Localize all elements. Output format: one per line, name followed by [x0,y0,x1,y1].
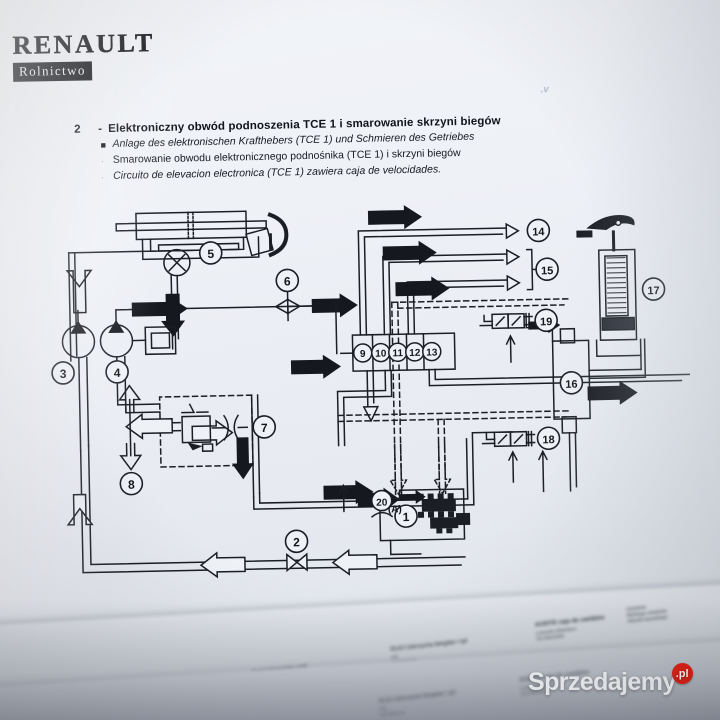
svg-text:20: 20 [376,497,388,508]
dot-bullet-icon-2: · [101,172,105,183]
svg-text:18: 18 [542,434,554,446]
svg-text:11: 11 [392,348,403,359]
callout-17: 17 [641,277,666,301]
callout-13: 13 [421,341,442,362]
np-col-6: cisnienia Niskiego cisnienia Obwód wysok… [625,604,668,624]
svg-text:15: 15 [541,265,553,277]
brand-name: RENAULT [12,28,156,60]
callout-18: 18 [536,426,561,451]
svg-text:7: 7 [261,421,268,435]
watermark-text: Sprzedajemy [528,668,676,696]
callout-15: 15 [535,257,559,282]
callout-7: 7 [252,415,277,439]
callout-6: 6 [275,268,300,293]
svg-text:6: 6 [284,274,291,288]
hydraulic-schematic: 3 4 5 6 7 8 9 10 11 12 13 14 15 16 [38,189,691,579]
callout-16: 16 [559,370,584,395]
callout-9: 9 [353,343,373,363]
callout-19: 19 [534,308,558,333]
renault-logo: RENAULT Rolnictwo [12,28,156,82]
np-col-3: ACEITE caja de cambios y puente delanter… [534,615,605,641]
callout-12: 12 [405,342,425,362]
svg-text:5: 5 [207,247,214,261]
annotation-A: (A) [388,504,402,515]
svg-text:9: 9 [360,349,366,360]
schematic-svg: 3 4 5 6 7 8 9 10 11 12 13 14 15 16 [51,205,691,579]
heading-dash: - [98,123,103,136]
site-watermark: Sprzedajemy .pl [528,663,693,697]
svg-text:16: 16 [565,379,577,391]
callout-10: 10 [371,342,391,363]
manual-page: RENAULT Rolnictwo .v 2 - Elektroniczny o… [0,0,720,668]
svg-text:3: 3 [60,367,67,381]
svg-text:17: 17 [647,285,659,297]
svg-text:19: 19 [540,316,552,328]
svg-text:12: 12 [409,348,421,359]
division-name: Rolnictwo [12,61,93,82]
faint-pencil-mark: .v [540,84,549,96]
dot-bullet-icon-1: · [100,156,104,167]
callout-3: 3 [51,361,75,385]
np2-col-5: OLEJ (skrzynia biegów i tyl oś) FILTRACJ… [378,689,456,718]
callout-5: 5 [198,241,223,265]
callout-11: 11 [388,342,408,362]
section-number: 2 [74,123,81,136]
watermark-badge: .pl [671,663,693,684]
callout-8: 8 [119,471,144,496]
svg-text:8: 8 [128,478,135,492]
svg-text:10: 10 [375,348,387,359]
svg-text:1: 1 [403,510,410,524]
svg-text:4: 4 [114,366,121,380]
callout-4: 4 [105,360,129,384]
callout-2: 2 [284,529,309,554]
page-content: RENAULT Rolnictwo .v 2 - Elektroniczny o… [12,28,691,579]
svg-text:13: 13 [426,347,438,358]
section-heading: 2 - Elektroniczny obwód podnoszenia TCE … [74,113,595,186]
square-bullet-icon: ■ [100,140,107,151]
svg-text:2: 2 [293,535,300,549]
svg-text:14: 14 [532,226,545,238]
callout-14: 14 [526,218,551,243]
